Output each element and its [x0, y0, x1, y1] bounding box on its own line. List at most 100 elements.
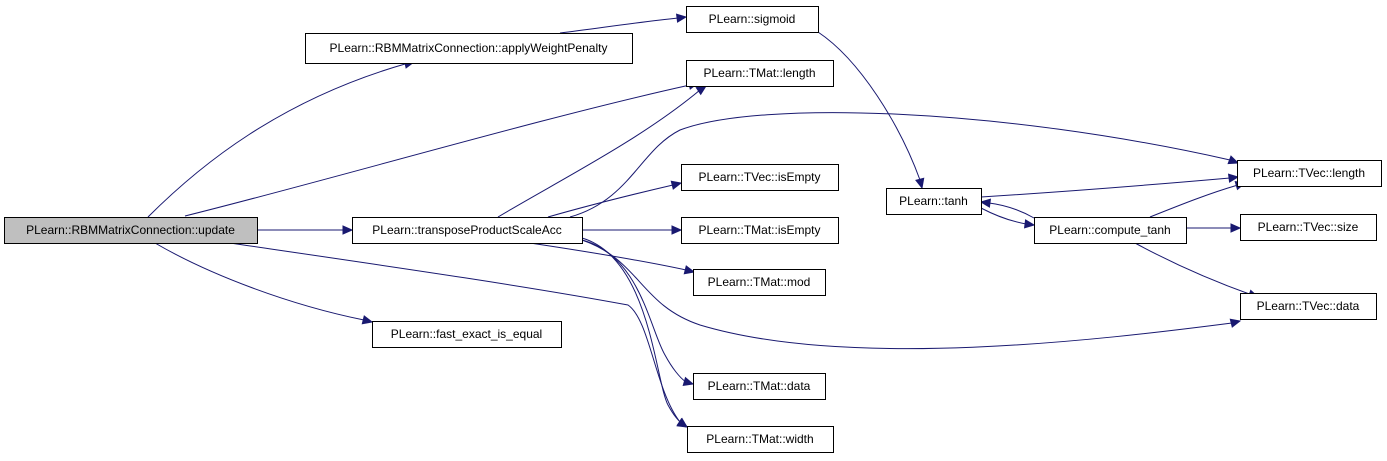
- node-box[interactable]: [352, 217, 583, 244]
- arrowhead: [361, 315, 374, 325]
- edges-layer: [147, 13, 1260, 428]
- node-label: PLearn::RBMMatrixConnection::update: [26, 223, 235, 237]
- arrowhead: [915, 177, 925, 190]
- edge-line: [559, 17, 679, 34]
- edge-line: [154, 242, 365, 321]
- edge-compute_tanh-to-tanh: [979, 198, 1035, 219]
- node-box[interactable]: [4, 217, 258, 244]
- node-box[interactable]: [1240, 214, 1377, 241]
- edge-line: [581, 237, 683, 425]
- node-box[interactable]: [693, 373, 826, 400]
- node-label: PLearn::TVec::size: [1258, 220, 1359, 234]
- node-box[interactable]: [681, 217, 839, 244]
- node-box[interactable]: [686, 6, 819, 33]
- edge-applyWeightPenalty-to-sigmoid: [559, 13, 688, 34]
- edge-compute_tanh-to-tvec_data: [1134, 242, 1260, 299]
- node-box[interactable]: [686, 60, 834, 87]
- edge-update-to-fast_exact_is_equal: [154, 242, 374, 325]
- node-label: PLearn::TVec::data: [1257, 299, 1360, 313]
- node-label: PLearn::TVec::isEmpty: [698, 170, 820, 184]
- node-label: PLearn::TMat::length: [703, 66, 815, 80]
- edge-transposeProductScaleAcc-to-tmat_isEmpty: [582, 225, 683, 235]
- node-tvec_length[interactable]: PLearn::TVec::length: [1237, 160, 1382, 187]
- node-box[interactable]: [1240, 293, 1377, 320]
- arrowhead: [1227, 155, 1240, 165]
- edge-transposeProductScaleAcc-to-tvec_isEmpty: [547, 180, 683, 218]
- arrowhead: [671, 225, 683, 235]
- arrowhead: [1227, 173, 1240, 183]
- node-tmat_length[interactable]: PLearn::TMat::length: [686, 60, 834, 87]
- node-label: PLearn::TMat::width: [706, 432, 813, 446]
- arrowhead: [682, 376, 695, 386]
- edge-line: [1149, 184, 1239, 218]
- edge-line: [980, 177, 1231, 198]
- node-transposeProductScaleAcc[interactable]: PLearn::transposeProductScaleAcc: [352, 217, 583, 244]
- edge-sigmoid-to-tanh: [817, 31, 925, 190]
- node-update[interactable]: PLearn::RBMMatrixConnection::update: [4, 217, 258, 244]
- edge-tanh-to-tvec_length: [980, 173, 1240, 198]
- node-box[interactable]: [681, 164, 839, 191]
- node-tmat_isEmpty[interactable]: PLearn::TMat::isEmpty: [681, 217, 839, 244]
- node-applyWeightPenalty[interactable]: PLearn::RBMMatrixConnection::applyWeight…: [305, 33, 633, 64]
- edge-line: [1134, 242, 1253, 296]
- edge-update-to-tmat_length: [184, 80, 700, 217]
- edge-line: [581, 239, 1233, 350]
- node-label: PLearn::tanh: [899, 194, 968, 208]
- edge-update-to-applyWeightPenalty: [147, 59, 416, 218]
- arrowhead: [675, 13, 688, 23]
- edge-line: [569, 112, 1231, 218]
- node-box[interactable]: [687, 426, 834, 453]
- node-box[interactable]: [693, 269, 826, 296]
- node-label: PLearn::RBMMatrixConnection::applyWeight…: [330, 41, 608, 55]
- edge-transposeProductScaleAcc-to-tmat_mod: [529, 242, 696, 275]
- arrowhead: [695, 85, 708, 96]
- node-tmat_mod[interactable]: PLearn::TMat::mod: [693, 269, 826, 296]
- arrowhead: [683, 265, 696, 275]
- node-box[interactable]: [886, 188, 982, 215]
- edge-transposeProductScaleAcc-to-tvec_length: [569, 112, 1240, 218]
- node-fast_exact_is_equal[interactable]: PLearn::fast_exact_is_equal: [372, 321, 562, 348]
- edge-line: [184, 84, 691, 217]
- node-label: PLearn::TVec::length: [1253, 166, 1365, 180]
- edge-compute_tanh-to-tvec_size: [1186, 223, 1242, 233]
- node-sigmoid[interactable]: PLearn::sigmoid: [686, 6, 819, 33]
- arrowhead: [342, 225, 354, 235]
- edge-line: [581, 239, 687, 383]
- arrowhead: [676, 418, 689, 428]
- arrowhead: [1023, 219, 1036, 229]
- node-tmat_width[interactable]: PLearn::TMat::width: [687, 426, 834, 453]
- edge-transposeProductScaleAcc-to-tmat_data: [581, 239, 695, 386]
- edge-compute_tanh-to-tvec_length: [1149, 181, 1247, 218]
- node-box[interactable]: [372, 321, 562, 348]
- node-box[interactable]: [1237, 160, 1382, 187]
- arrowhead: [979, 198, 992, 208]
- edge-transposeProductScaleAcc-to-tmat_width: [581, 237, 689, 428]
- node-tvec_size[interactable]: PLearn::TVec::size: [1240, 214, 1377, 241]
- edge-line: [529, 242, 687, 271]
- edge-transposeProductScaleAcc-to-tvec_data: [581, 239, 1242, 350]
- edge-line: [497, 89, 701, 218]
- node-label: PLearn::TMat::isEmpty: [698, 223, 820, 237]
- node-label: PLearn::TMat::mod: [708, 275, 811, 289]
- edge-update-to-transposeProductScaleAcc: [257, 225, 354, 235]
- node-compute_tanh[interactable]: PLearn::compute_tanh: [1034, 217, 1187, 244]
- node-label: PLearn::compute_tanh: [1049, 223, 1170, 237]
- node-label: PLearn::transposeProductScaleAcc: [372, 223, 561, 237]
- edge-line: [229, 242, 681, 423]
- node-tvec_isEmpty[interactable]: PLearn::TVec::isEmpty: [681, 164, 839, 191]
- edge-line: [980, 207, 1027, 225]
- node-box[interactable]: [305, 33, 633, 64]
- edge-line: [817, 31, 921, 181]
- edge-tanh-to-compute_tanh: [980, 207, 1036, 229]
- nodes-layer: PLearn::RBMMatrixConnection::updatePLear…: [4, 6, 1382, 453]
- edge-line: [547, 184, 674, 218]
- edge-line: [147, 63, 406, 218]
- node-tanh[interactable]: PLearn::tanh: [886, 188, 982, 215]
- node-label: PLearn::fast_exact_is_equal: [391, 327, 542, 341]
- node-box[interactable]: [1034, 217, 1187, 244]
- node-tvec_data[interactable]: PLearn::TVec::data: [1240, 293, 1377, 320]
- arrowhead: [1229, 318, 1242, 328]
- node-tmat_data[interactable]: PLearn::TMat::data: [693, 373, 826, 400]
- edge-line: [988, 202, 1035, 219]
